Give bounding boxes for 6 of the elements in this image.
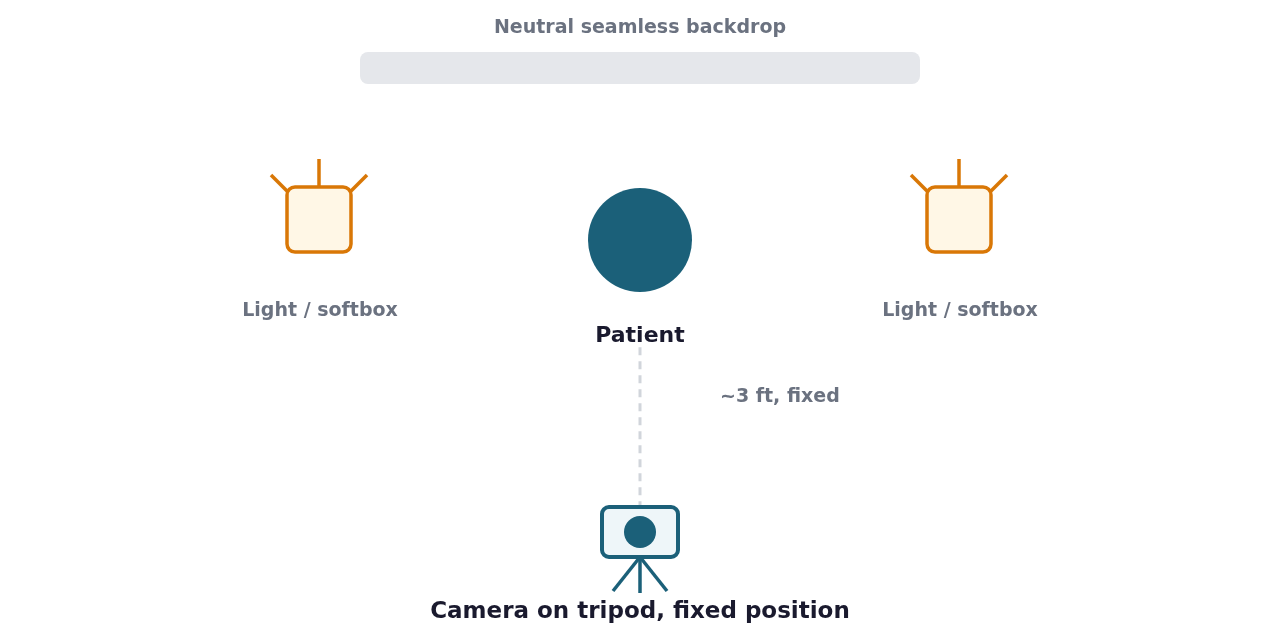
camera-label: Camera on tripod, fixed position: [430, 597, 850, 624]
patient-label: Patient: [595, 322, 685, 348]
light-label: Light / softbox: [882, 299, 1038, 321]
backdrop-label: Neutral seamless backdrop: [493, 16, 787, 38]
dashed-connector: [638, 347, 642, 505]
light-label: Light / softbox: [242, 299, 398, 321]
